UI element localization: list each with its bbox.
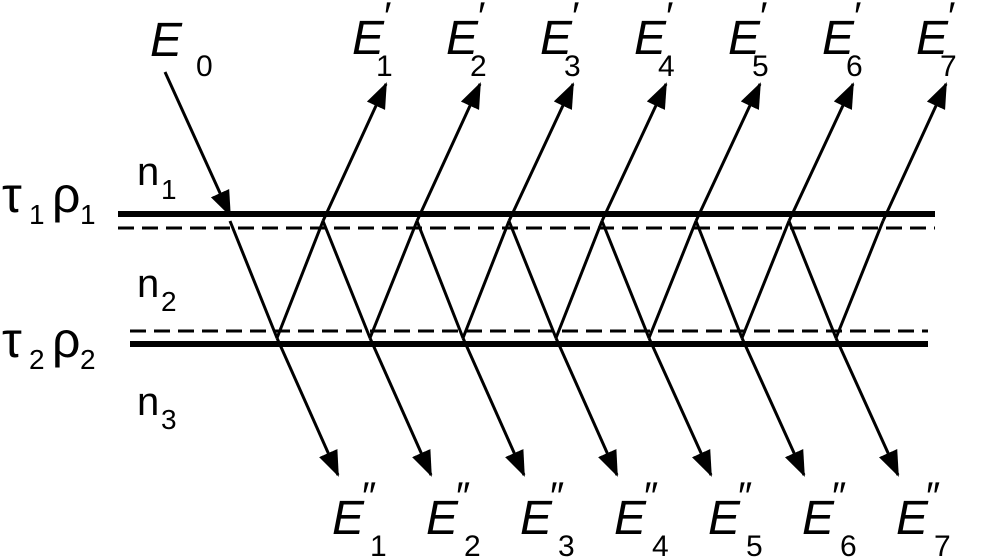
- film-ray-down: [787, 220, 838, 339]
- film-ray-up: [740, 220, 791, 339]
- reflected-label-prime-2: ′: [478, 0, 486, 39]
- transmitted-label-prime-2: ″: [456, 475, 470, 519]
- transmitted-label-sub-6: 6: [840, 530, 857, 560]
- transmitted-label-4: E: [614, 492, 647, 545]
- film-ray-up: [647, 220, 698, 339]
- transmitted-label-7: E: [896, 492, 929, 545]
- reflected-label-sub-6: 6: [846, 50, 863, 83]
- medium-label-n1-sub: 1: [161, 174, 177, 205]
- transmitted-ray: [740, 337, 806, 477]
- film-ray-down: [507, 220, 558, 339]
- reflected-label-sub-4: 4: [658, 50, 675, 83]
- interface-2-rho-sub: 2: [80, 344, 96, 375]
- reflected-label-4: E: [634, 12, 667, 65]
- transmitted-label-prime-6: ″: [832, 475, 846, 519]
- reflected-label-prime-3: ′: [572, 0, 580, 39]
- reflected-label-3: E: [540, 12, 573, 65]
- transmitted-label-1: E: [332, 492, 365, 545]
- reflected-label-sub-5: 5: [752, 50, 769, 83]
- interface-1-rho: ρ: [52, 167, 80, 223]
- reflected-label-7: E: [916, 12, 949, 65]
- reflected-label-prime-1: ′: [384, 0, 392, 39]
- interface-1-tau-sub: 1: [29, 199, 45, 230]
- reflected-label-1: E: [352, 12, 385, 65]
- reflected-label-2: E: [446, 12, 479, 65]
- transmitted-label-prime-1: ″: [362, 475, 376, 519]
- reflected-label-6: E: [822, 12, 855, 65]
- medium-label-n2-sub: 2: [161, 286, 177, 317]
- reflected-ray: [321, 82, 388, 222]
- incident-label-sub: 0: [196, 50, 213, 83]
- reflected-ray: [600, 82, 668, 222]
- transmitted-label-6: E: [802, 492, 835, 545]
- interface-2-rho: ρ: [52, 312, 80, 368]
- reflected-ray: [415, 82, 482, 222]
- reflected-label-sub-7: 7: [940, 50, 957, 83]
- transmitted-label-sub-4: 4: [652, 530, 669, 560]
- reflected-label-prime-4: ′: [666, 0, 674, 39]
- interface-2-tau: τ: [2, 312, 22, 368]
- transmitted-label-sub-5: 5: [746, 530, 763, 560]
- film-ray-down: [694, 220, 744, 339]
- reflected-label-prime-5: ′: [760, 0, 768, 39]
- film-ray-up: [275, 220, 325, 339]
- transmitted-label-sub-7: 7: [934, 530, 951, 560]
- medium-label-n2: n: [137, 262, 159, 306]
- reflected-label-sub-3: 3: [564, 50, 581, 83]
- incident-label: E: [150, 14, 183, 67]
- reflected-label-sub-2: 2: [470, 50, 487, 83]
- transmitted-ray: [647, 337, 713, 477]
- transmitted-label-prime-4: ″: [644, 475, 658, 519]
- film-ray-down: [228, 220, 279, 339]
- reflected-label-5: E: [728, 12, 761, 65]
- interface-1-tau: τ: [2, 167, 22, 223]
- transmitted-ray: [368, 337, 433, 477]
- transmitted-label-prime-5: ″: [738, 475, 752, 519]
- reflected-label-prime-6: ′: [854, 0, 862, 39]
- reflected-ray: [881, 82, 948, 222]
- film-ray-up: [368, 220, 419, 339]
- incident-ray: [163, 71, 232, 217]
- film-ray-up: [461, 220, 511, 339]
- film-ray-down: [415, 220, 465, 339]
- medium-label-n3: n: [137, 380, 159, 424]
- reflected-label-sub-1: 1: [376, 50, 393, 83]
- transmitted-label-sub-1: 1: [370, 530, 387, 560]
- transmitted-ray: [554, 337, 619, 477]
- interface-2-tau-sub: 2: [29, 344, 45, 375]
- transmitted-label-prime-3: ″: [550, 475, 564, 519]
- medium-label-n1: n: [137, 150, 159, 194]
- film-ray-up: [834, 220, 885, 339]
- film-ray-down: [321, 220, 372, 339]
- film-ray-up: [554, 220, 604, 339]
- transmitted-label-sub-3: 3: [558, 530, 575, 560]
- transmitted-label-prime-7: ″: [926, 475, 940, 519]
- film-ray-down: [600, 220, 651, 339]
- reflected-ray: [507, 82, 575, 222]
- interface-1-rho-sub: 1: [80, 199, 96, 230]
- transmitted-label-3: E: [520, 492, 553, 545]
- reflected-label-prime-7: ′: [948, 0, 956, 39]
- transmitted-ray: [834, 337, 900, 477]
- ray-paths: [163, 71, 948, 477]
- reflected-ray: [787, 82, 855, 222]
- transmitted-label-sub-2: 2: [464, 530, 481, 560]
- transmitted-label-2: E: [426, 492, 459, 545]
- transmitted-ray: [275, 337, 340, 477]
- medium-label-n3-sub: 3: [161, 404, 177, 435]
- reflected-ray: [694, 82, 762, 222]
- transmitted-label-5: E: [708, 492, 741, 545]
- transmitted-ray: [461, 337, 526, 477]
